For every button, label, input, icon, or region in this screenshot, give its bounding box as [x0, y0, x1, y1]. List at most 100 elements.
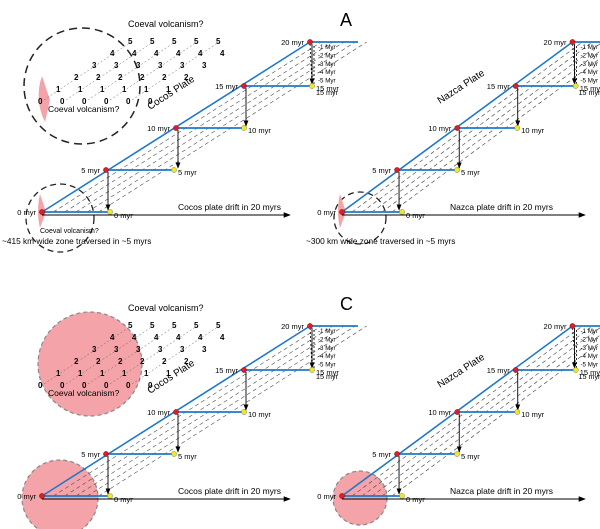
time-label-left: 10 myr [147, 408, 170, 417]
time-label-15: 15 myr [578, 372, 600, 381]
dashed-trajectory-line [361, 41, 593, 213]
myr-tick-label: -4 Myr [318, 69, 336, 76]
time-label-left: 0 myr [17, 492, 36, 501]
grid-digit: 5 [172, 321, 177, 330]
plate-name: Cocos Plate [146, 358, 198, 397]
myr-tick-label: -1 Myr [580, 328, 598, 335]
grid-digit: 2 [118, 357, 123, 366]
myr-tick-label: -2 Myr [580, 52, 598, 59]
grid-digit: 0 [104, 97, 109, 106]
grid-digit: 2 [140, 357, 145, 366]
grid-digit: 3 [114, 345, 119, 354]
grid-digit: 1 [166, 369, 171, 378]
red-time-dot [454, 125, 461, 131]
yellow-time-dot [399, 493, 405, 499]
myr-tick-label: -3 Myr [318, 345, 336, 352]
dotted-top-line [309, 41, 313, 87]
red-time-dot [103, 451, 109, 457]
red-time-dot [512, 367, 519, 373]
time-label-right: 10 myr [521, 126, 544, 135]
grid-digit: 0 [82, 97, 87, 106]
red-time-dot [569, 39, 576, 45]
coeval-label-top: Coeval volcanism? [128, 19, 204, 29]
red-time-dot [339, 209, 345, 215]
yellow-time-dot [171, 451, 177, 457]
dotted-top-line [572, 41, 577, 87]
red-time-dot [307, 323, 313, 329]
time-label-left: 0 myr [317, 208, 336, 217]
red-time-dot [394, 451, 400, 457]
grid-digit: 2 [74, 73, 79, 82]
panel-letter: C [340, 294, 353, 314]
grid-digit: 4 [220, 333, 225, 342]
grid-digit: 2 [184, 357, 189, 366]
grid-digit: 4 [110, 49, 115, 58]
time-label-right: 10 myr [248, 126, 271, 135]
dashed-trajectory-line [98, 41, 367, 213]
dashed-trajectory-line [75, 41, 345, 213]
grid-digit: 5 [150, 321, 155, 330]
dashed-trajectory-line [391, 342, 600, 497]
grid-digit: 4 [220, 49, 225, 58]
time-label-right: 15 myr [316, 368, 339, 377]
coeval-pink-sliver [38, 76, 50, 122]
yellow-time-dot [309, 367, 315, 373]
grid-digit: 3 [180, 345, 185, 354]
red-time-dot [339, 493, 345, 499]
red-time-dot [569, 323, 576, 329]
yellow-time-dot [454, 167, 460, 173]
grid-digit: 4 [176, 333, 181, 342]
dashed-trajectory-line [64, 325, 333, 497]
dashed-trajectory-line [75, 325, 345, 497]
myr-tick-label: -4 Myr [318, 353, 336, 360]
dashed-trajectory-line [87, 325, 356, 497]
coeval-label-mid: Coeval volcanism? [48, 104, 120, 114]
time-label-left: 10 myr [147, 124, 170, 133]
plate-name: Nazca Plate [436, 352, 488, 391]
grid-digit: 4 [154, 49, 159, 58]
time-label-left: 15 myr [487, 82, 510, 91]
grid-digit: 3 [114, 61, 119, 70]
yellow-time-dot [572, 83, 579, 89]
time-label-left: 10 myr [428, 408, 451, 417]
grid-digit: 1 [144, 369, 149, 378]
time-label-15: 15 myr [316, 88, 339, 97]
grid-digit: 1 [144, 85, 149, 94]
grid-digit: 4 [198, 49, 203, 58]
grid-digit: 0 [104, 381, 109, 390]
dashed-trajectory-line [381, 50, 600, 213]
dashed-trajectory-line [391, 58, 600, 213]
dashed-trajectory-line [361, 325, 593, 497]
red-time-dot [39, 493, 45, 499]
yellow-time-dot [309, 83, 315, 89]
grid-digit: 2 [162, 357, 167, 366]
time-label-left: 0 myr [317, 492, 336, 501]
grid-digit: 5 [172, 37, 177, 46]
grid-digit: 3 [158, 61, 163, 70]
red-time-dot [394, 167, 400, 173]
dashed-trajectory-line [381, 334, 600, 497]
grid-digit: 1 [78, 85, 83, 94]
myr-tick-label: -5 Myr [318, 362, 336, 369]
grid-digit: 0 [126, 381, 131, 390]
myr-tick-label: -5 Myr [580, 78, 598, 85]
grid-digit: 0 [148, 97, 153, 106]
dashed-trajectory-line [351, 41, 583, 213]
grid-digit: 4 [154, 333, 159, 342]
time-label-left: 20 myr [281, 38, 304, 47]
grid-digit: 2 [118, 73, 123, 82]
coeval-label-top: Coeval volcanism? [128, 303, 204, 313]
grid-diagonal-line [43, 39, 135, 101]
dashed-trajectory-line [53, 325, 322, 497]
time-label-right: 5 myr [178, 168, 197, 177]
dashed-trajectory-line [351, 325, 583, 497]
plate-name: Nazca Plate [436, 68, 488, 107]
time-label-right: 5 myr [461, 452, 480, 461]
yellow-time-dot [399, 209, 405, 215]
red-time-dot [241, 83, 247, 89]
time-label-left: 20 myr [544, 322, 567, 331]
grid-digit: 1 [122, 369, 127, 378]
panel-letter: A [340, 10, 352, 30]
grid-digit: 5 [216, 37, 221, 46]
